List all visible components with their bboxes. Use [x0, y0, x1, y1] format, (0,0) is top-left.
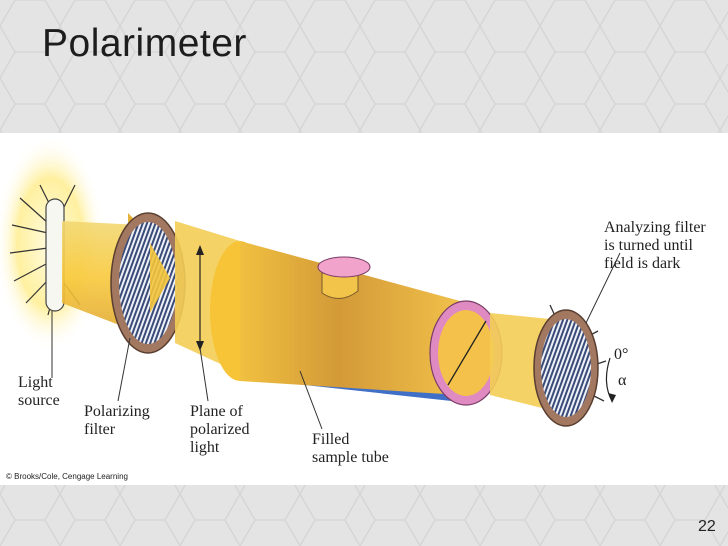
polarimeter-figure: Light source Polarizing filter Plane of …: [0, 133, 728, 485]
page-number: 22: [698, 518, 716, 535]
light-source-label: Light source: [18, 374, 60, 409]
alpha-label: α: [618, 372, 627, 389]
zero-degree-label: 0°: [614, 346, 629, 363]
polarizing-filter-label: Polarizing filter: [84, 403, 150, 438]
image-credit: © Brooks/Cole, Cengage Learning: [6, 472, 128, 481]
plane-of-polarized-light-label: Plane of polarized light: [190, 403, 250, 456]
analyzing-filter-label: Analyzing filter is turned until field i…: [604, 219, 706, 272]
filled-sample-tube-label: Filled sample tube: [312, 431, 389, 466]
sample-inlet: [317, 256, 371, 299]
analyzing-filter: [533, 304, 607, 427]
slide-title: Polarimeter: [42, 22, 247, 65]
light-bulb: [45, 198, 65, 312]
leader-lines: [51, 252, 621, 430]
polarizing-filter: [110, 212, 186, 354]
polarimeter-diagram: [0, 135, 621, 430]
sample-tube: [210, 241, 503, 406]
